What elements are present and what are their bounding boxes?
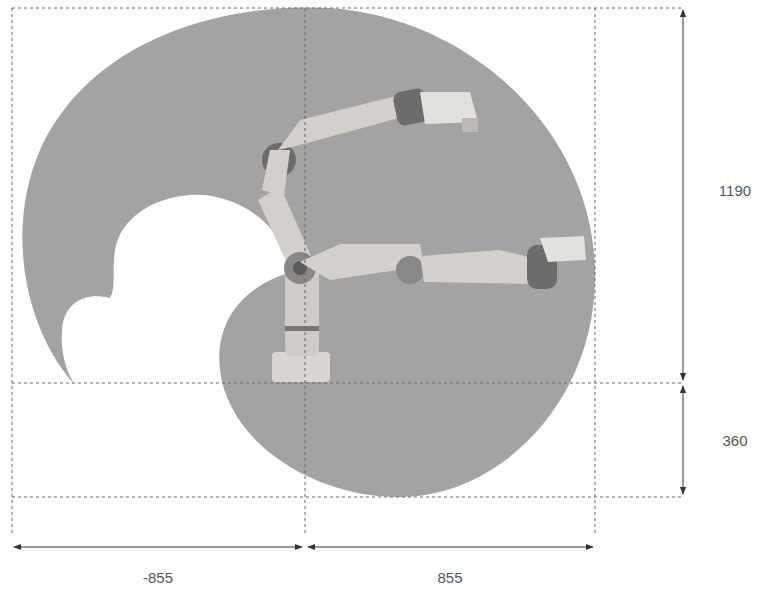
dimension-label: -855 [141, 569, 175, 586]
dimension-label: 360 [720, 432, 749, 449]
dimension-label: 1190 [717, 182, 753, 199]
robot-arm [258, 87, 586, 382]
dimension-arrows [14, 10, 683, 547]
reference-lines [12, 8, 683, 535]
dimension-label: 855 [435, 569, 464, 586]
reach-envelope [22, 7, 595, 497]
